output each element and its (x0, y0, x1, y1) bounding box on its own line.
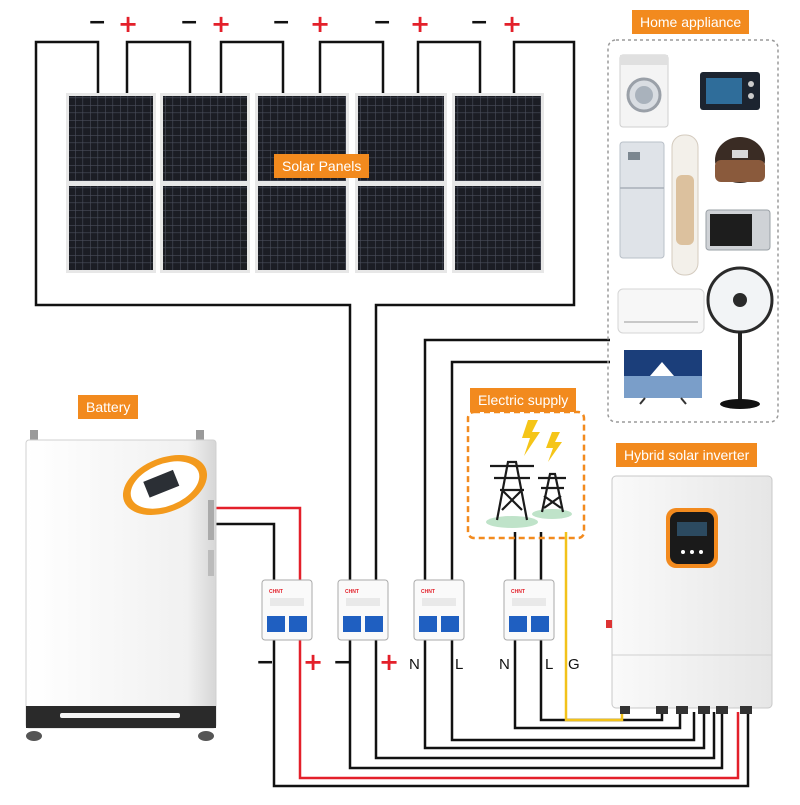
grid-neutral-label: N (499, 656, 510, 673)
electric-supply-label: Electric supply (470, 388, 577, 412)
hybrid-inverter-label: Hybrid solar inverter (616, 443, 758, 467)
appliance-split-ac-icon (617, 288, 705, 334)
breaker-brand-label: CHNT (345, 589, 359, 595)
panel-minus-symbol: − (373, 10, 392, 35)
solar-panel (160, 93, 250, 273)
appliance-fridge-icon (619, 141, 665, 259)
appliance-box (607, 39, 779, 423)
load-neutral-label: N (409, 656, 420, 673)
battery-label: Battery (78, 395, 139, 419)
appliance-rice-cooker-icon (715, 137, 765, 183)
solar-panel (355, 93, 447, 273)
panel-minus-symbol: − (180, 10, 199, 35)
panel-minus-symbol: − (88, 10, 107, 35)
breaker-brand-label: CHNT (421, 589, 435, 595)
breaker-battery (261, 579, 313, 641)
appliance-oven-icon (700, 72, 760, 110)
solar-panel-array (66, 93, 544, 273)
ground-label: G (568, 656, 580, 673)
solar-minus-symbol: − (333, 650, 352, 675)
grid-live-label: L (545, 656, 554, 673)
power-tower-icon (486, 460, 572, 528)
panel-plus-symbol: + (310, 10, 331, 38)
solar-string-wiring (34, 40, 576, 580)
breaker-brand-label: CHNT (269, 589, 283, 595)
hybrid-inverter-unit (606, 475, 773, 714)
breaker-solar (337, 579, 389, 641)
solar-panel (255, 93, 349, 273)
solar-panel (452, 93, 544, 273)
panel-plus-symbol: + (211, 10, 232, 38)
panel-plus-symbol: + (118, 10, 139, 38)
panel-minus-symbol: − (470, 10, 489, 35)
appliance-microwave-icon (705, 209, 771, 251)
home-appliance-label: Home appliance (632, 10, 750, 34)
battery-unit (25, 430, 217, 741)
electric-supply-box (466, 410, 586, 540)
panel-plus-symbol: + (502, 10, 523, 38)
appliance-tv-icon (624, 350, 702, 405)
panel-minus-symbol: − (272, 10, 291, 35)
appliance-washing-machine-icon (619, 54, 669, 128)
breaker-load (413, 579, 465, 641)
battery-positive-wire (214, 506, 740, 780)
appliance-tower-ac-icon (671, 134, 699, 276)
battery-minus-symbol: − (256, 650, 275, 675)
breaker-brand-label: CHNT (511, 589, 525, 595)
load-live-label: L (455, 656, 464, 673)
solar-panel (66, 93, 156, 273)
appliance-fan-icon (706, 266, 774, 409)
solar-plus-symbol: + (379, 648, 400, 676)
battery-plus-symbol: + (303, 648, 324, 676)
lightning-icon (522, 420, 562, 462)
solar-panels-label: Solar Panels (274, 154, 370, 178)
ac-wiring (214, 338, 750, 788)
panel-plus-symbol: + (410, 10, 431, 38)
breaker-grid (503, 579, 555, 641)
